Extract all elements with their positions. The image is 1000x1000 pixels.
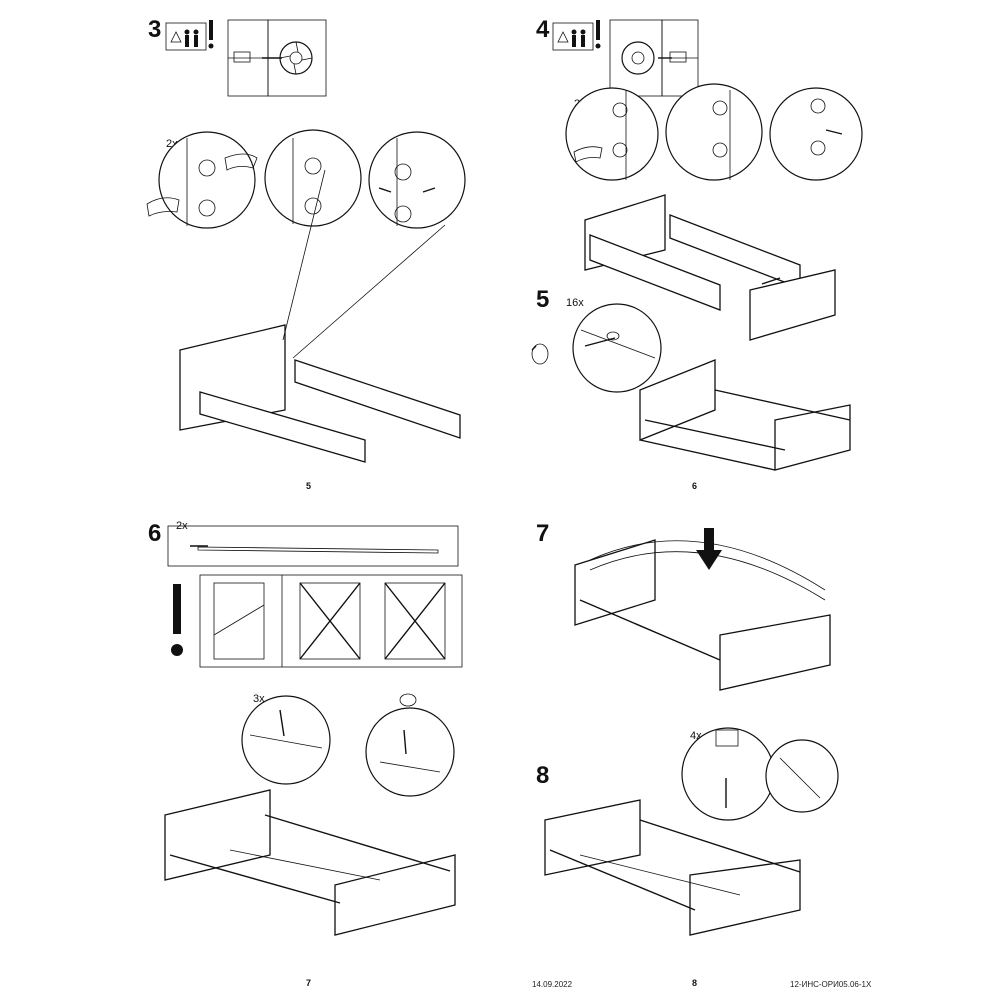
step-number: 8 xyxy=(536,762,550,789)
page-5: 3 2x xyxy=(0,0,500,500)
step-number: 4 xyxy=(536,16,550,43)
exclamation-icon xyxy=(171,584,183,656)
screwdriver-rotate-icon xyxy=(531,343,549,365)
two-persons-warning-icon xyxy=(552,22,594,51)
page-8: 7 8 4x 14.09.2022 8 12-ИНС-ОРИ05.06-1Х xyxy=(500,500,1000,1000)
page-number: 7 xyxy=(306,978,312,988)
exclamation-icon xyxy=(208,20,214,49)
frame-assembly-step5 xyxy=(639,359,851,471)
step-number: 5 xyxy=(536,286,550,313)
bed-frame-step6 xyxy=(164,789,456,936)
clip-detail-circles xyxy=(681,727,839,821)
footer-date: 14.09.2022 xyxy=(532,980,573,989)
quantity-label: 3x xyxy=(253,693,265,705)
quantity-label: 4x xyxy=(690,730,702,742)
quantity-label: 2x xyxy=(166,138,178,150)
screw-detail-circle xyxy=(572,303,662,393)
step-number: 6 xyxy=(148,520,162,547)
orientation-box xyxy=(199,574,463,668)
step-number: 7 xyxy=(536,520,550,547)
page-number: 8 xyxy=(692,978,698,988)
lock-instruction-box xyxy=(227,19,327,97)
detail-circles xyxy=(565,83,863,181)
footer-code: 12-ИНС-ОРИ05.06-1Х xyxy=(790,980,872,989)
quantity-label: 16x xyxy=(566,297,584,309)
step-number: 3 xyxy=(148,16,162,43)
lock-instruction-box xyxy=(609,19,699,97)
two-persons-warning-icon xyxy=(165,22,207,51)
slat-box xyxy=(167,525,459,567)
bed-frame-step7 xyxy=(574,539,831,691)
page-number: 6 xyxy=(692,481,698,491)
page-6: 4 2x 5 16x xyxy=(500,0,1000,500)
quantity-label: 2x xyxy=(176,520,188,532)
page-number: 5 xyxy=(306,481,312,491)
bed-frame-step8 xyxy=(544,799,801,936)
detail-circles xyxy=(146,129,466,229)
exclamation-icon xyxy=(595,20,601,49)
page-7: 6 2x 3x 2x 7 xyxy=(0,500,500,1000)
frame-assembly-step4 xyxy=(584,194,836,341)
headboard-and-rails xyxy=(179,169,461,463)
screw-detail-circles xyxy=(241,693,455,797)
